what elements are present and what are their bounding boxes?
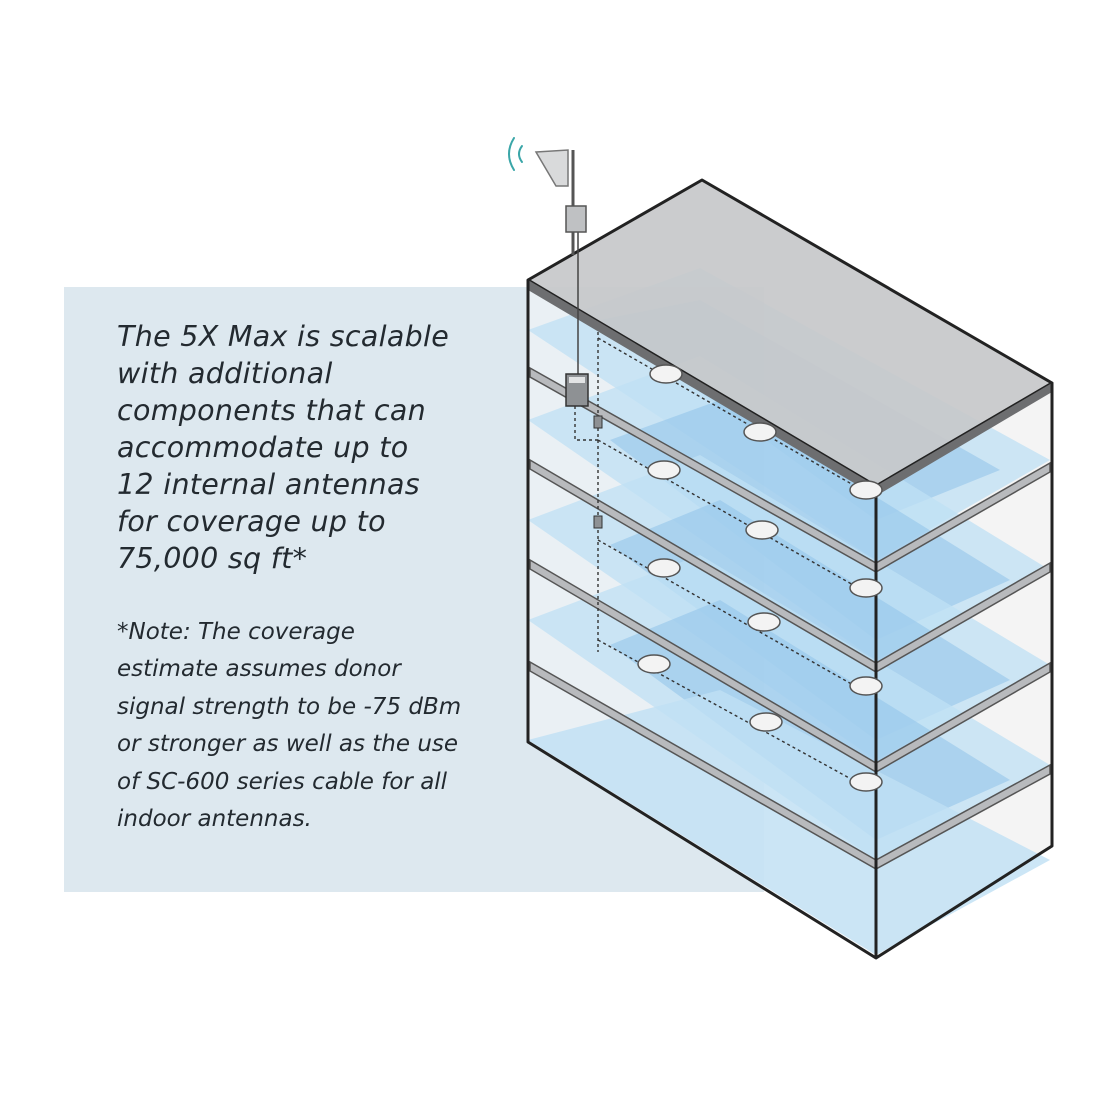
indoor-antenna-icon	[649, 364, 683, 384]
headline-text: The 5X Max is scalable with additional c…	[117, 320, 450, 575]
floor-level-3-shade	[610, 400, 1010, 640]
floor-level-2-shade	[610, 500, 1010, 740]
indoor-antenna-icon	[747, 612, 781, 632]
splitter-icon	[593, 415, 603, 529]
floor-level-1-shade	[610, 600, 1010, 840]
building-outline	[526, 280, 1054, 960]
indoor-antenna-icon	[743, 422, 777, 442]
donor-mast	[571, 150, 579, 380]
signal-waves-icon	[508, 137, 523, 171]
roof-edge-right	[876, 383, 1052, 496]
indoor-antenna-icon	[647, 460, 681, 480]
surge-protector-icon	[565, 205, 587, 233]
indoor-antenna-icon	[745, 520, 779, 540]
indoor-antenna-icon	[749, 712, 783, 732]
donor-antenna-icon	[534, 149, 569, 187]
indoor-antenna-icon	[849, 480, 883, 500]
coverage-note: *Note: The coverage estimate assumes don…	[117, 619, 462, 833]
indoor-antenna-icon	[637, 654, 671, 674]
indoor-antenna-icon	[849, 578, 883, 598]
indoor-antenna-icon	[849, 772, 883, 792]
indoor-antenna-icon	[849, 676, 883, 696]
roof-edge	[528, 280, 876, 496]
indoor-antennas	[637, 364, 883, 792]
ground-floor	[528, 690, 1050, 955]
floor-slabs	[528, 268, 1050, 955]
indoor-antenna-icon	[647, 558, 681, 578]
booster-icon	[565, 373, 589, 407]
